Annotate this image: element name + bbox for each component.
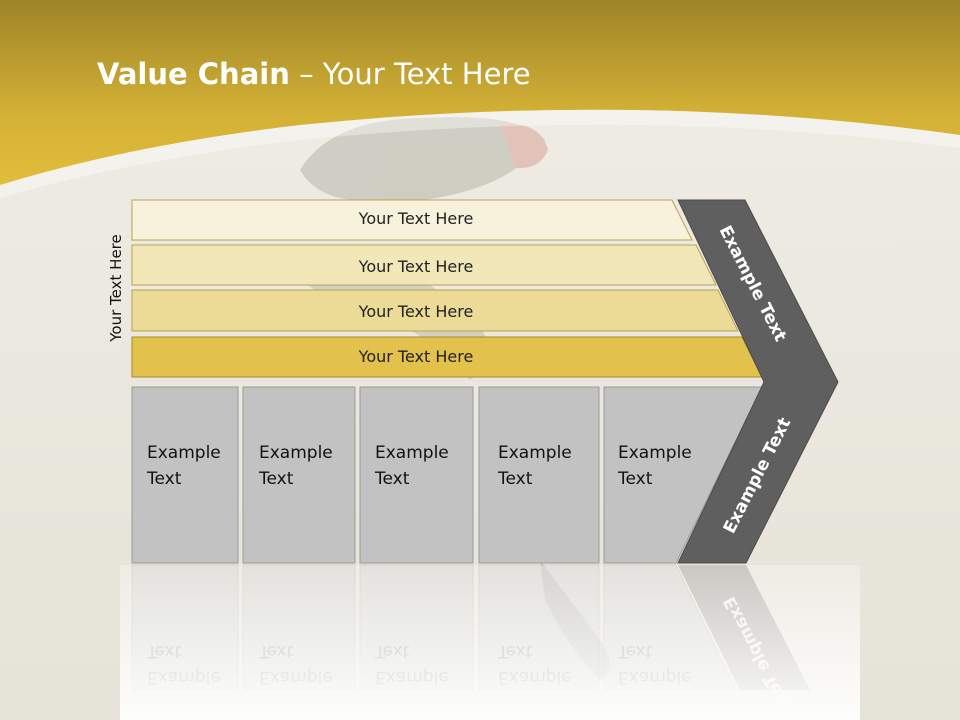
- rows-group: Your Text Here Your Text Here Your Text …: [131, 199, 763, 378]
- side-label: Your Text Here: [107, 234, 125, 342]
- box-3-line-2: Text: [374, 469, 410, 489]
- header-band: [0, 0, 960, 185]
- box-2-line-2: Text: [258, 469, 294, 489]
- chevron-arrow: [677, 199, 839, 564]
- row-label-2: Your Text Here: [358, 257, 474, 276]
- example-box-2: [242, 386, 356, 564]
- box-2-line-1: Example: [259, 443, 333, 463]
- example-box-4: [478, 386, 600, 564]
- slide-title: Value Chain – Your Text Here: [97, 57, 531, 91]
- example-box-1: [131, 386, 239, 564]
- box-4-line-1: Example: [498, 443, 572, 463]
- box-1-line-1: Example: [147, 443, 221, 463]
- box-3-line-1: Example: [375, 443, 449, 463]
- header-swoosh: [0, 109, 960, 198]
- box-5-line-1: Example: [618, 443, 692, 463]
- title-rest: – Your Text Here: [290, 57, 531, 91]
- row-bar-2: [131, 244, 717, 286]
- row-bar-1: [131, 199, 693, 241]
- example-box-5: [603, 386, 763, 564]
- row-label-3: Your Text Here: [358, 302, 474, 321]
- row-bar-3: [131, 289, 739, 332]
- title-bold: Value Chain: [97, 57, 290, 91]
- boxes-group: Example Text Example Text Example Text E…: [131, 386, 763, 564]
- reflection-fade: [120, 565, 860, 720]
- box-5-line-2: Text: [617, 469, 653, 489]
- row-label-1: Your Text Here: [358, 209, 474, 228]
- example-box-3: [359, 386, 474, 564]
- box-1-line-2: Text: [146, 469, 182, 489]
- box-4-line-2: Text: [497, 469, 533, 489]
- row-label-4: Your Text Here: [358, 347, 474, 366]
